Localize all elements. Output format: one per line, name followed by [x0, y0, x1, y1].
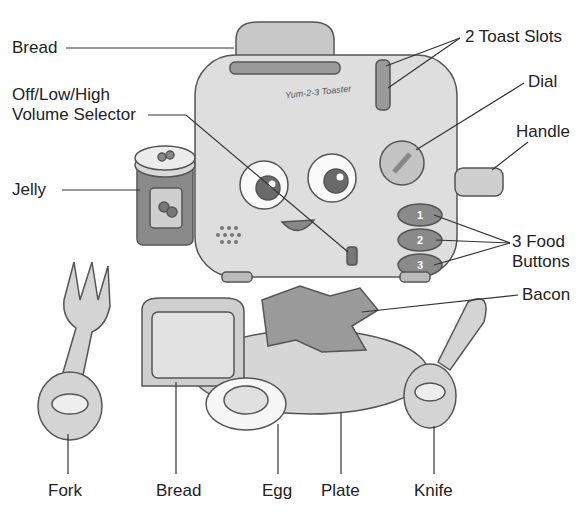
- part-label: Fork: [48, 481, 82, 501]
- button-number: 2: [417, 234, 423, 247]
- button-number: 3: [417, 259, 423, 272]
- part-label: Bread: [12, 38, 57, 58]
- part-label: 2 Toast Slots: [465, 27, 562, 47]
- part-label: Knife: [414, 481, 453, 501]
- part-label: Plate: [321, 481, 360, 501]
- part-label: 3 Food Buttons: [512, 232, 580, 272]
- part-label: Jelly: [12, 180, 46, 200]
- button-number: 1: [417, 209, 423, 222]
- part-label: Bread: [156, 481, 201, 501]
- part-label: Off/Low/High Volume Selector: [12, 85, 146, 125]
- part-label: Dial: [528, 72, 557, 92]
- part-label: Handle: [516, 122, 570, 142]
- part-label: Egg: [262, 481, 292, 501]
- part-label: Bacon: [522, 285, 570, 305]
